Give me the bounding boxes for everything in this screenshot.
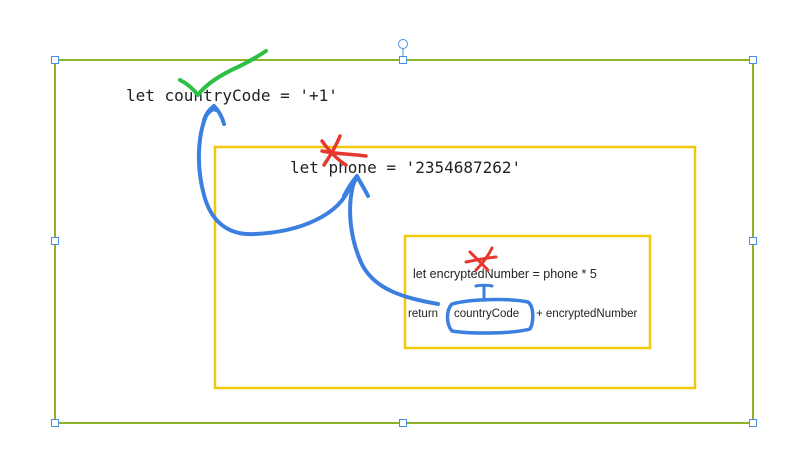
- resize-handle-middle-right[interactable]: [749, 237, 757, 245]
- scope-lookup-arrow-to-phone: [348, 176, 440, 306]
- resize-handle-middle-left[interactable]: [51, 237, 59, 245]
- check-mark-icon: [178, 49, 268, 97]
- countrycode-highlight-circle: [445, 297, 535, 335]
- middle-scope-code: let phone = '2354687262': [290, 158, 521, 177]
- resize-handle-bottom-right[interactable]: [749, 419, 757, 427]
- inner-scope-code-line2-countrycode: countryCode: [454, 308, 519, 320]
- inner-scope-frame[interactable]: [403, 234, 652, 350]
- middle-scope-frame[interactable]: [213, 145, 697, 390]
- resize-handle-bottom-middle[interactable]: [399, 419, 407, 427]
- cross-mark-icon-encrypted: [464, 246, 498, 272]
- arrowhead-countrycode: [202, 104, 226, 126]
- outer-scope-code: let countryCode = '+1': [126, 86, 338, 105]
- resize-handle-top-right[interactable]: [749, 56, 757, 64]
- rotate-handle[interactable]: [398, 39, 408, 49]
- resize-handle-bottom-left[interactable]: [51, 419, 59, 427]
- lookup-bracket-icon: [474, 283, 494, 302]
- resize-handle-top-middle[interactable]: [399, 56, 407, 64]
- inner-scope-code-line2-return: return: [408, 308, 438, 320]
- cross-mark-icon-phone: [320, 134, 368, 167]
- inner-scope-code-line1: let encryptedNumber = phone * 5: [413, 267, 597, 281]
- resize-handle-top-left[interactable]: [51, 56, 59, 64]
- selection-handles[interactable]: [51, 39, 757, 427]
- inner-scope-code-line2-rest: + encryptedNumber: [536, 308, 637, 320]
